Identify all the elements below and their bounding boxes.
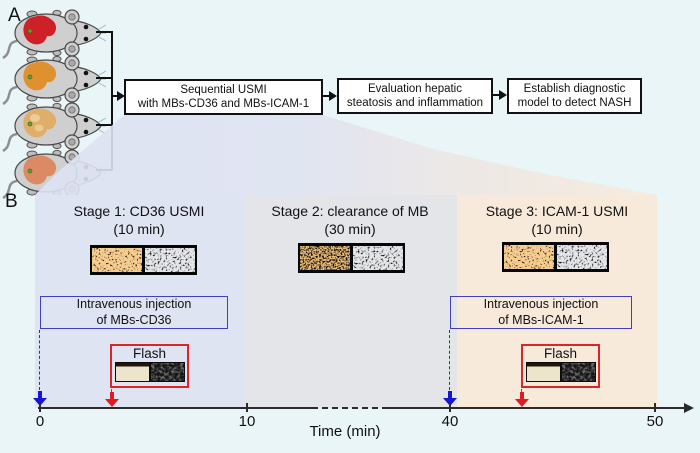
flow-box-evaluation: Evaluation hepatic steatosis and inflamm…: [337, 78, 493, 114]
mouse-whiskers: [98, 24, 106, 42]
flow-box-line: Evaluation hepatic: [368, 82, 462, 95]
stage-title-line: Stage 2: clearance of MB: [271, 203, 429, 219]
mouse-eye: [83, 36, 89, 42]
flash-label: Flash: [543, 346, 577, 361]
mouse-illustration-1: [2, 9, 106, 59]
ultrasound-image-stage1: [90, 245, 197, 275]
bracket-arrow-head-icon: [117, 91, 125, 101]
injection-arrow-icon-2: [443, 391, 457, 406]
mouse-illustration-3: [2, 102, 106, 152]
tick-0: [39, 403, 41, 412]
flash-time-dash-1: [111, 389, 112, 394]
flow-arrow-head-icon: [329, 91, 337, 101]
time-axis-segment: [38, 407, 312, 409]
bracket-stub-2: [96, 77, 113, 79]
mouse-eye: [83, 24, 89, 30]
tick-50: [654, 403, 656, 412]
flash-time-dash-2: [521, 389, 522, 394]
flash-box-stage1: Flash: [110, 344, 189, 388]
flow-box-line: model to detect NASH: [517, 97, 632, 109]
mouse-ear: [68, 13, 76, 21]
stage-2-panel: Stage 2: clearance of MB (30 min): [243, 195, 457, 408]
time-axis-arrow-icon: [684, 403, 694, 413]
flow-box-line: Sequential USMI: [180, 83, 267, 96]
mouse-tail: [2, 39, 18, 59]
flash-arrow-icon-1: [105, 392, 119, 407]
stage-title-line: (10 min): [531, 221, 583, 238]
flash-ultrasound-image: [114, 362, 185, 383]
injection-line: Intravenous injection: [76, 296, 192, 311]
stage-title-line: (10 min): [113, 221, 165, 238]
flow-box-line: steatosis and inflammation: [346, 97, 484, 109]
tick-40: [449, 403, 451, 412]
stage-1-panel: Stage 1: CD36 USMI (10 min): [35, 195, 243, 408]
flash-arrow-icon-2: [515, 392, 529, 407]
time-axis-title: Time (min): [309, 423, 381, 440]
zoom-funnel-shape: [35, 115, 657, 195]
stage-3-title: Stage 3: ICAM-1 USMI (10 min): [457, 202, 657, 238]
mouse-liver: [23, 61, 57, 91]
stage-title-line: Stage 3: ICAM-1 USMI: [485, 203, 629, 219]
bracket-arrow-line: [111, 95, 119, 97]
gallbladder-dot: [27, 28, 33, 34]
flash-box-stage3: Flash: [521, 344, 600, 388]
flow-arrow-head-icon: [499, 90, 507, 100]
injection-time-dash-2: [449, 330, 450, 390]
panel-b-label: B: [5, 191, 18, 212]
stage-2-title: Stage 2: clearance of MB (30 min): [243, 202, 457, 238]
injection-time-dash-1: [39, 330, 40, 390]
injection-line: of MBs-CD36: [96, 312, 172, 327]
flash-label: Flash: [132, 346, 166, 361]
injection-arrow-icon-1: [33, 391, 47, 406]
tick-10: [246, 403, 248, 412]
injection-line: of MBs-ICAM-1: [498, 312, 584, 327]
tick-label-10: 10: [238, 413, 256, 430]
ultrasound-image-stage2: [298, 243, 405, 273]
injection-line: Intravenous injection: [483, 296, 599, 311]
tick-label-0: 0: [35, 413, 45, 430]
flow-box-line: Establish diagnostic: [523, 82, 626, 95]
ultrasound-image-stage3: [502, 242, 609, 272]
time-axis-segment: [388, 407, 684, 409]
panel-a-label: A: [8, 5, 21, 26]
tick-label-40: 40: [441, 413, 459, 430]
mouse-illustration-2: [2, 55, 106, 105]
flow-box-sequential-usmi: Sequential USMI with MBs-CD36 and MBs-IC…: [124, 79, 323, 115]
flash-ultrasound-image: [525, 362, 596, 383]
liver-spot: [30, 114, 40, 122]
flow-box-diagnostic-model: Establish diagnostic model to detect NAS…: [507, 78, 642, 114]
mice-bracket: [111, 31, 113, 171]
time-axis-dashed-segment: [312, 407, 388, 409]
stage-1-title: Stage 1: CD36 USMI (10 min): [35, 202, 243, 238]
flow-arrow-line: [323, 95, 331, 97]
injection-box-cd36: Intravenous injection of MBs-CD36: [40, 296, 228, 329]
bracket-stub-1: [96, 31, 113, 33]
flow-box-line: with MBs-CD36 and MBs-ICAM-1: [137, 98, 310, 110]
mouse-liver: [23, 155, 57, 185]
bracket-stub-3: [96, 124, 113, 126]
stage-title-line: Stage 1: CD36 USMI: [73, 203, 205, 219]
stage-title-line: (30 min): [324, 221, 376, 238]
injection-box-icam1: Intravenous injection of MBs-ICAM-1: [450, 296, 632, 329]
tick-label-50: 50: [646, 413, 664, 430]
mouse-ear: [68, 45, 76, 53]
flow-arrow-line: [493, 94, 501, 96]
liver-spot: [34, 124, 44, 132]
mouse-liver: [23, 15, 57, 45]
